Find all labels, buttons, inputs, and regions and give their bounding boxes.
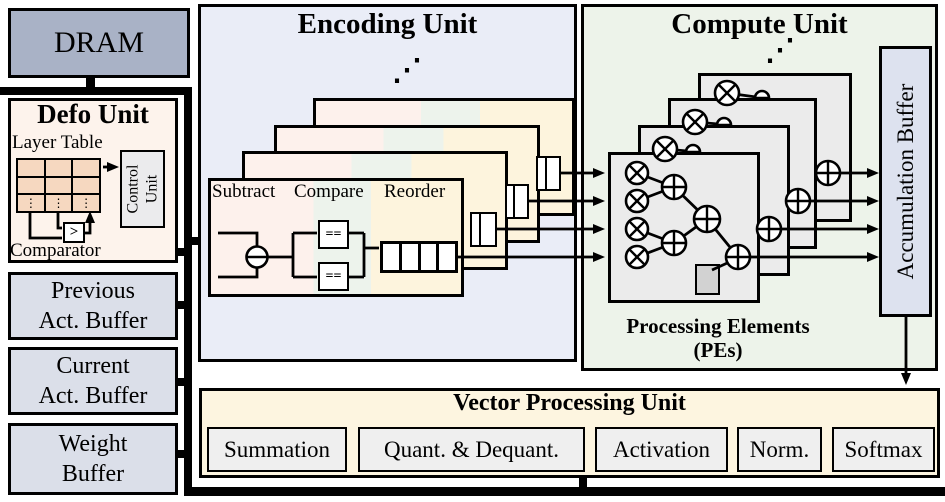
compute-unit-title: Compute Unit	[671, 7, 848, 40]
processing-elements-label: Processing Elements (PEs)	[626, 314, 810, 363]
compare-equals-box-bottom: ==	[318, 262, 349, 291]
vector-processing-unit-title: Vector Processing Unit	[453, 389, 686, 416]
fifo-cell	[439, 244, 455, 270]
comparator-block: >	[63, 222, 85, 243]
layer-table-cell	[73, 160, 99, 176]
control-unit-block	[120, 150, 165, 228]
fifo-cell	[421, 244, 440, 270]
accumulation-buffer-block	[879, 46, 932, 317]
comparator-label: Comparator	[10, 240, 101, 261]
reorder-fifo	[380, 241, 458, 273]
compare-equals-box-top: ==	[318, 220, 349, 249]
encoder-output-register-4	[536, 156, 561, 191]
layer-table-cell	[45, 160, 72, 176]
fifo-cell	[402, 244, 421, 270]
encoding-stack-ellipsis: ⋰	[392, 54, 422, 87]
module-summation: Summation	[207, 427, 347, 472]
control-unit-label: Control Unit	[124, 164, 161, 214]
layer-table: ⋮ ⋮ ⋮	[16, 158, 101, 213]
layer-table-cell	[18, 177, 44, 194]
layer-table-label: Layer Table	[12, 132, 103, 153]
layer-table-cell	[18, 160, 44, 176]
weight-buffer-block: Weight Buffer	[8, 423, 178, 495]
layer-table-cell: ⋮	[45, 195, 72, 211]
compute-stack-ellipsis: ⋰	[765, 34, 795, 67]
pe-card-1	[608, 152, 760, 303]
dram-block: DRAM	[8, 8, 190, 78]
layer-table-cell	[45, 177, 72, 194]
module-activation: Activation	[595, 427, 728, 472]
module-norm: Norm.	[737, 427, 822, 472]
stage-compare-label: Compare	[294, 181, 364, 202]
module-quant-dequant: Quant. & Dequant.	[358, 427, 585, 472]
encoder-output-register-2	[470, 212, 497, 247]
defo-unit-title: Defo Unit	[37, 98, 149, 129]
dram-label: DRAM	[53, 26, 144, 59]
encoding-unit-title: Encoding Unit	[297, 7, 478, 40]
stage-reorder-label: Reorder	[384, 181, 446, 202]
pe-accumulator-register	[695, 264, 720, 295]
previous-act-buffer-block: Previous Act. Buffer	[8, 272, 178, 340]
current-act-buffer-block: Current Act. Buffer	[8, 347, 178, 415]
layer-table-cell	[73, 177, 99, 194]
stage-subtract-label: Subtract	[212, 181, 276, 202]
layer-table-cell: ⋮	[73, 195, 99, 211]
fifo-cell	[383, 244, 402, 270]
accumulation-buffer-label: Accumulation Buffer	[892, 83, 918, 280]
encoder-output-register-3	[505, 184, 529, 219]
module-softmax: Softmax	[832, 427, 935, 472]
layer-table-cell: ⋮	[18, 195, 44, 211]
